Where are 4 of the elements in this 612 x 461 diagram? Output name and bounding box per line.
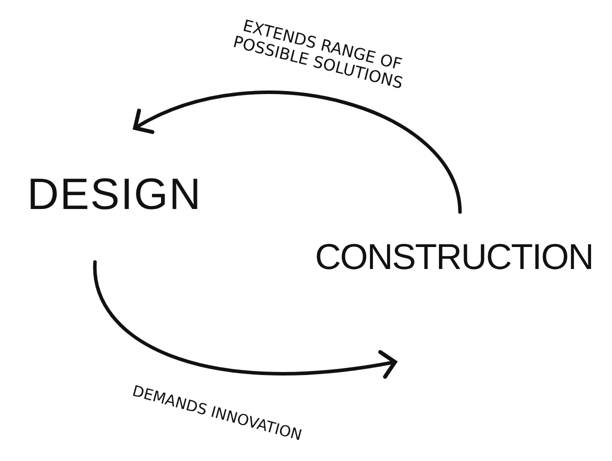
arrow: [133, 90, 462, 214]
node-label: DESIGN: [27, 170, 202, 220]
node-label: CONSTRUCTION: [315, 236, 593, 278]
arrow: [93, 260, 397, 378]
